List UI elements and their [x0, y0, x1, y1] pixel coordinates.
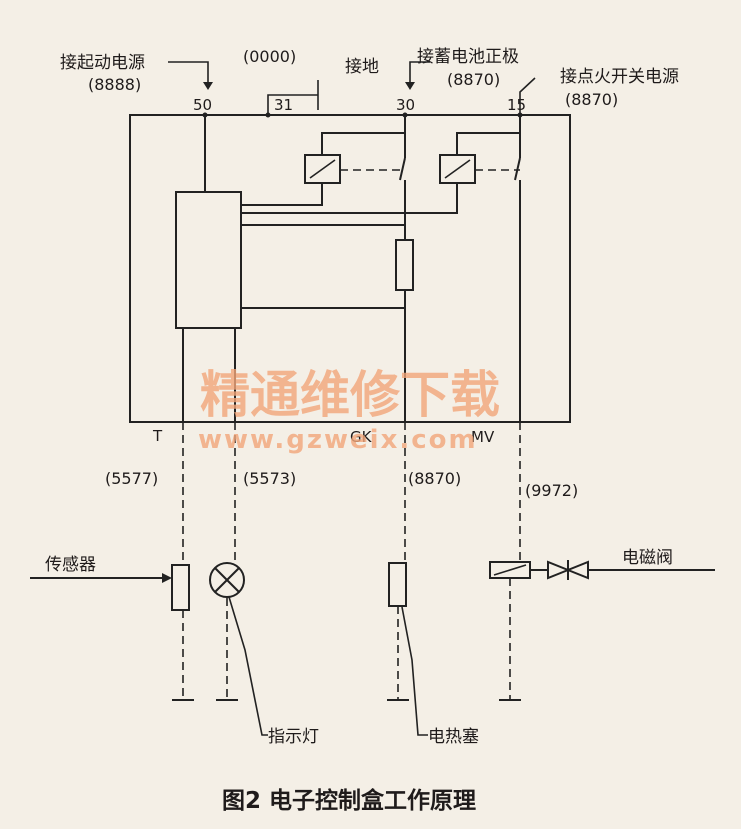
indicator-lamp-icon: [209, 562, 245, 598]
label-solenoid-valve: 电磁阀: [622, 548, 673, 568]
wire-code-9972: (9972): [525, 481, 578, 500]
label-code-top: (0000): [243, 47, 296, 66]
label-sensor: 传感器: [45, 555, 96, 575]
control-box-outline: [129, 114, 571, 423]
label-indicator-lamp: 指示灯: [268, 727, 319, 747]
terminal-31: 31: [274, 96, 293, 114]
solenoid-valve-icon: [489, 560, 715, 580]
wire-resistor-top: [241, 224, 406, 240]
label-start-power-code: (8888): [88, 75, 141, 94]
label-battery-code: (8870): [447, 70, 500, 89]
watermark-title: 精通维修下载: [200, 366, 500, 424]
watermark-url: www.gzweix.com: [198, 425, 478, 455]
relay-1: [304, 132, 405, 184]
wire-code-5573: (5573): [243, 469, 296, 488]
glow-plug-component: [388, 562, 407, 607]
sensor-component: [30, 564, 190, 611]
terminal-30: 30: [396, 96, 415, 114]
start-power-arrow: [168, 61, 213, 90]
label-ignition-power: 接点火开关电源: [560, 67, 679, 87]
wire-code-8870: (8870): [408, 469, 461, 488]
wire-code-5577: (5577): [105, 469, 158, 488]
label-ground: 接地: [345, 57, 379, 77]
relay-2: [439, 132, 520, 184]
label-start-power: 接起动电源: [60, 53, 145, 73]
terminal-50: 50: [193, 96, 212, 114]
label-ignition-code: (8870): [565, 90, 618, 109]
internal-resistor: [395, 239, 414, 291]
battery-arrow: [405, 61, 430, 90]
terminal-15: 15: [507, 96, 526, 114]
ground-stub: [267, 80, 319, 115]
lamp-leader: [228, 596, 268, 736]
wire-relay-2-coil: [241, 183, 458, 214]
control-unit-block: [175, 191, 242, 329]
wire-relay-1-coil: [241, 183, 323, 206]
glow-plug-leader: [401, 606, 428, 736]
figure-caption: 图2 电子控制盒工作原理: [222, 787, 476, 814]
terminal-MV: MV: [471, 428, 495, 446]
ignition-wire: [519, 77, 536, 115]
switch-15: [514, 115, 521, 422]
label-battery-positive: 接蓄电池正极: [417, 47, 519, 67]
terminal-GK: GK: [350, 428, 373, 446]
label-glow-plug: 电热塞: [428, 727, 479, 747]
terminal-T: T: [152, 427, 163, 445]
